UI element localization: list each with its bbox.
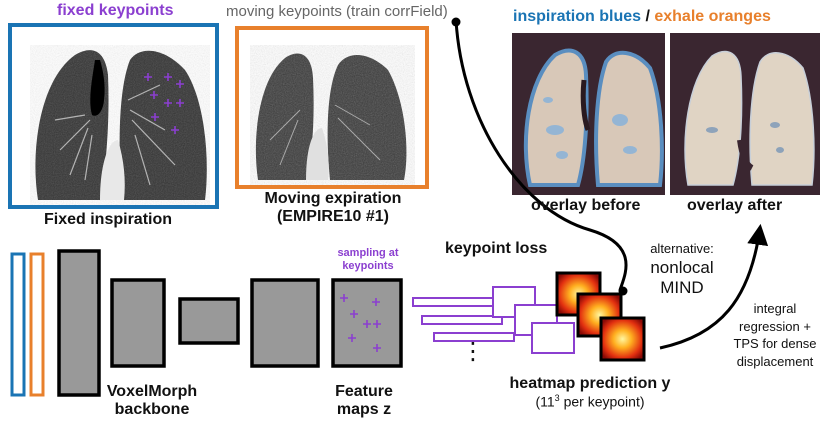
moving-expiration-image	[235, 26, 429, 189]
overlay-legend: inspiration blues / exhale oranges	[513, 8, 771, 26]
heatmap-3	[599, 316, 646, 362]
sampled-features	[412, 286, 575, 354]
fixed-inspiration-image	[8, 23, 219, 209]
fixed-inspiration-caption: Fixed inspiration	[44, 211, 173, 228]
encoder-block-2	[110, 278, 166, 368]
encoder-block-1	[57, 249, 101, 397]
nonlocal-label: nonlocal	[650, 258, 714, 277]
moving-keypoints-curve	[454, 19, 628, 291]
integral-regression-label: integral regression + TPS for dense disp…	[720, 300, 830, 370]
overlay-before-image	[512, 33, 665, 195]
integral-line2: regression +	[739, 318, 811, 334]
integral-line4: displacement	[736, 353, 814, 369]
voxelmorph-backbone-label: VoxelMorph backbone	[104, 383, 200, 420]
sampling-label: sampling at keypoints	[328, 247, 408, 272]
overlay-after-caption: overlay after	[687, 197, 783, 214]
backbone-line2: backbone	[114, 401, 190, 419]
moving-keypoints-label: moving keypoints (train corrField)	[226, 3, 448, 20]
fixed-keypoint-markers	[144, 73, 184, 134]
heatmap-prediction-label: heatmap prediction y (113 per keypoint)	[490, 375, 690, 410]
output-arrow	[659, 223, 769, 350]
integral-line3: TPS for dense	[733, 336, 817, 352]
heatmap-line2: (113 per keypoint)	[490, 393, 690, 410]
moving-caption-line1: Moving expiration	[264, 190, 402, 207]
curve-end-dot	[618, 286, 628, 296]
mind-label: MIND	[660, 278, 704, 297]
alternative-label: alternative:	[650, 241, 714, 256]
fixed-input-channel	[10, 252, 26, 397]
moving-input-channel	[29, 252, 45, 397]
integral-line1: integral	[753, 301, 797, 316]
heatmap-line1: heatmap prediction y	[509, 375, 671, 392]
feature-keypoint-markers	[340, 294, 381, 352]
feature-line1: Feature	[335, 383, 393, 400]
moving-caption-line2: (EMPIRE10 #1)	[276, 208, 390, 226]
heatmap-size-base: (11	[535, 394, 555, 411]
moving-image-frame	[235, 26, 429, 189]
heatmap-size-exponent: 3	[554, 393, 560, 404]
more-features-ellipsis: ⋮	[461, 338, 485, 365]
legend-separator: /	[641, 8, 655, 25]
feature-maps-label: Feature maps z	[323, 383, 405, 420]
exhale-oranges-label: exhale oranges	[654, 8, 771, 25]
fixed-image-frame	[8, 23, 219, 209]
feature-line2: maps z	[336, 401, 392, 419]
heatmap-size-rest: per keypoint)	[559, 394, 645, 411]
sampling-line1: sampling at	[337, 247, 399, 259]
sampling-line2: keypoints	[342, 259, 394, 272]
keypoint-loss-label: keypoint loss	[445, 240, 548, 257]
decoder-block	[250, 278, 320, 368]
backbone-line1: VoxelMorph	[106, 383, 198, 400]
heatmap-stack	[555, 271, 646, 362]
inspiration-blues-label: inspiration blues	[513, 8, 642, 25]
overlay-before-caption: overlay before	[531, 197, 641, 214]
fixed-keypoints-label: fixed keypoints	[57, 2, 174, 19]
moving-expiration-caption: Moving expiration (EMPIRE10 #1)	[248, 190, 418, 227]
curve-start-dot	[451, 17, 461, 27]
network-architecture	[10, 249, 403, 397]
bottleneck-block	[178, 297, 240, 345]
overlay-after-image	[670, 33, 820, 195]
